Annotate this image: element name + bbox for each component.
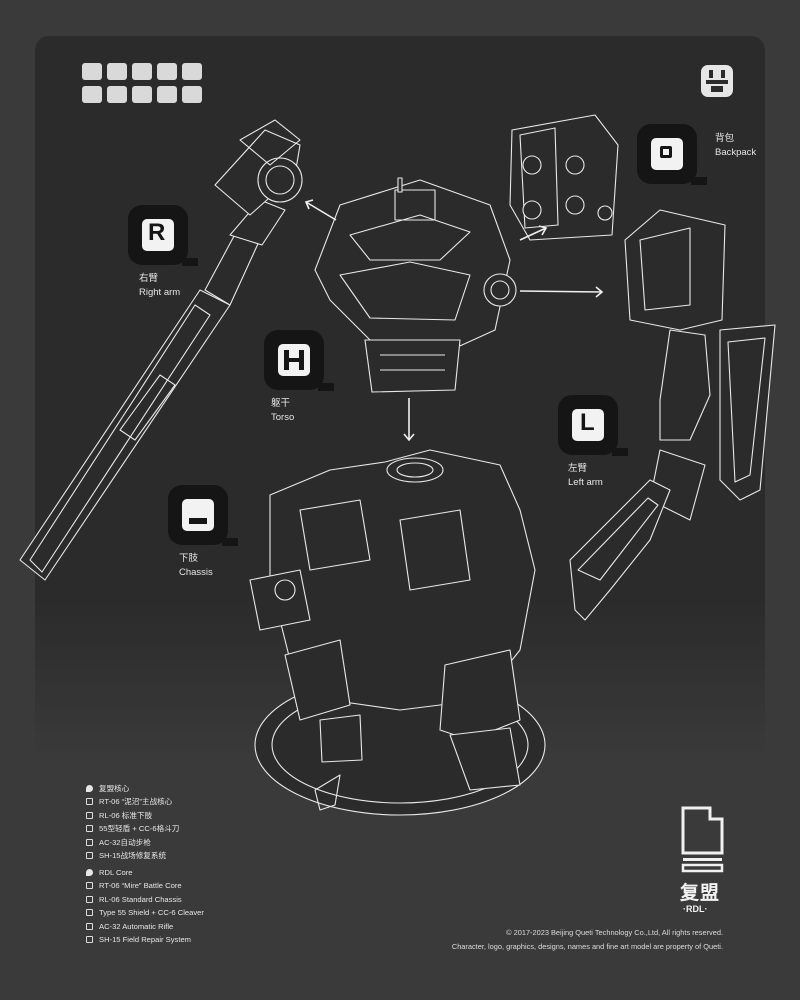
spec-item: RT-06 “泥沼”主战核心 <box>99 797 173 807</box>
spec-item: SH-15 Field Repair System <box>99 934 192 944</box>
badge-glyph: R <box>148 219 166 246</box>
spec-list-en: RDL Core RT-06 “Mire” Battle Core RL-06 … <box>86 866 204 946</box>
logo-grid-icon <box>82 63 204 105</box>
chassis-drawing <box>249 449 546 816</box>
torso-label: 躯干 Torso <box>271 397 294 425</box>
right-arm-label-en: Right arm <box>139 287 181 298</box>
left-arm-label: 左臂 Left arm <box>568 462 603 490</box>
spec-item: AC-32自动步枪 <box>99 837 151 847</box>
left-arm-badge-icon: L <box>558 395 628 456</box>
chassis-glyph <box>189 518 207 524</box>
list-item: SH-15战场修复系统 <box>86 849 179 862</box>
torso-badge-icon <box>264 330 334 391</box>
copyright-line-1: © 2017-2023 Beijing Queti Technology Co.… <box>506 928 723 937</box>
spec-item: RL-06 Standard Chassis <box>99 894 182 904</box>
right-arm-label: 右臂 Right arm <box>139 272 180 300</box>
list-bullet-icon <box>86 811 93 819</box>
list-item: SH-15 Field Repair System <box>86 933 204 946</box>
badge-glyph: L <box>580 409 595 436</box>
list-bullet-icon <box>86 882 93 890</box>
chassis-label-en: Chassis <box>179 567 213 578</box>
backpack-label-cn: 背包 <box>715 133 735 144</box>
torso-label-cn: 躯干 <box>271 398 291 409</box>
backpack-label-en: Backpack <box>715 147 757 158</box>
list-item: Type 55 Shield + CC-6 Cleaver <box>86 906 204 919</box>
spec-cn-header: 复盟核心 <box>99 784 130 793</box>
backpack-drawing <box>509 114 619 241</box>
right-arm-label-cn: 右臂 <box>139 273 159 284</box>
spec-list-cn: 复盟核心 RT-06 “泥沼”主战核心 RL-06 标准下肢 55型轻盾 + C… <box>86 782 179 862</box>
list-bullet-icon <box>86 895 93 903</box>
list-item: AC-32自动步枪 <box>86 836 179 849</box>
list-item: AC-32 Automatic Rifle <box>86 920 204 933</box>
list-item: 55型轻盾 + CC-6格斗刀 <box>86 822 179 835</box>
spec-item: 55型轻盾 + CC-6格斗刀 <box>99 824 180 834</box>
torso-drawing <box>314 177 517 393</box>
chassis-label-cn: 下肢 <box>179 553 199 564</box>
list-bullet-icon <box>86 851 93 859</box>
left-arm-label-en: Left arm <box>568 477 603 488</box>
spec-en-header: RDL Core <box>99 868 133 877</box>
list-bullet-icon <box>86 838 93 846</box>
explode-arrows <box>304 199 604 442</box>
brand-name-en: ·RDL· <box>683 904 708 914</box>
right-arm-badge-icon: R <box>128 205 198 266</box>
brand-name-cn: 复盟 <box>680 883 721 904</box>
corner-emblem-icon <box>701 65 733 97</box>
list-bullet-icon <box>86 922 93 930</box>
spec-item: Type 55 Shield + CC-6 Cleaver <box>99 908 204 918</box>
backpack-badge-icon <box>637 124 707 185</box>
backpack-glyph <box>660 146 672 158</box>
torso-label-en: Torso <box>271 412 295 423</box>
left-arm-drawing <box>569 209 776 621</box>
left-arm-label-cn: 左臂 <box>568 463 588 474</box>
list-bullet-icon <box>86 909 93 917</box>
spec-item: SH-15战场修复系统 <box>99 850 167 860</box>
list-bullet-icon <box>86 798 93 806</box>
chassis-label: 下肢 Chassis <box>179 552 213 580</box>
list-bullet-icon <box>86 869 93 876</box>
right-arm-drawing <box>19 119 303 581</box>
list-item: RDL Core <box>86 866 204 879</box>
list-item: RL-06 标准下肢 <box>86 809 179 822</box>
list-item: RT-06 “Mire” Battle Core <box>86 879 204 892</box>
chassis-badge-icon <box>168 485 238 546</box>
backpack-label: 背包 Backpack <box>715 132 756 160</box>
spec-item: RL-06 标准下肢 <box>99 810 153 820</box>
badge-glyph <box>284 350 304 370</box>
list-item: 复盟核心 <box>86 782 179 795</box>
copyright-line-2: Character, logo, graphics, designs, name… <box>451 942 723 951</box>
spec-item: RT-06 “Mire” Battle Core <box>99 881 182 891</box>
list-item: RT-06 “泥沼”主战核心 <box>86 795 179 808</box>
list-bullet-icon <box>86 935 93 943</box>
list-bullet-icon <box>86 785 93 792</box>
list-bullet-icon <box>86 825 93 833</box>
brand-logo-icon <box>681 806 724 873</box>
spec-item: AC-32 Automatic Rifle <box>99 921 174 931</box>
list-item: RL-06 Standard Chassis <box>86 893 204 906</box>
